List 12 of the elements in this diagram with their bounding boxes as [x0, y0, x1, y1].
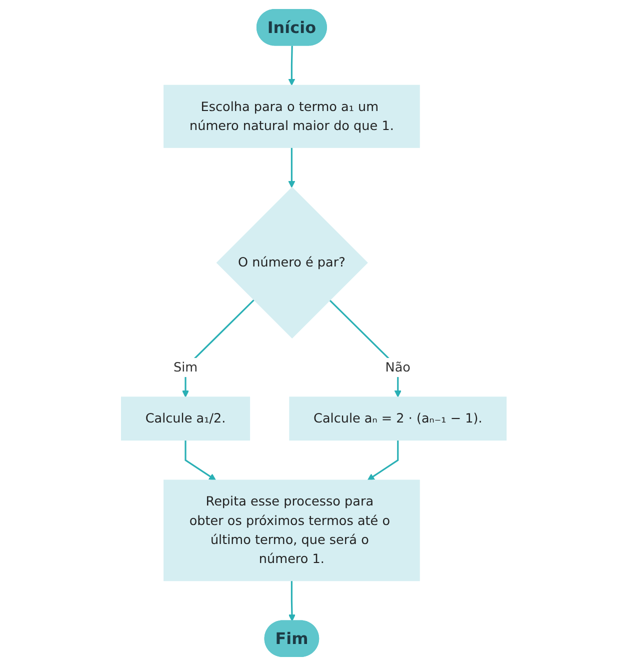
node-box: Calcule a₁/2.	[121, 396, 250, 441]
arrow	[288, 580, 296, 622]
node-box: Repita esse processo para obter os próximos termos até o último termo, que será o número 1.	[164, 480, 420, 582]
node-diamond: O número é par?	[216, 186, 368, 339]
edge-label: Não	[385, 360, 411, 375]
arrow	[288, 148, 296, 188]
arrow	[184, 440, 216, 480]
edge-label: Sim	[174, 360, 198, 375]
node-box: Escolha para o termo a₁ um número natural maior do que 1.	[164, 84, 420, 148]
arrow	[368, 440, 399, 480]
arrow	[288, 46, 296, 86]
node-box: Calcule aₙ = 2 · (aₙ₋₁ − 1).	[289, 396, 507, 441]
